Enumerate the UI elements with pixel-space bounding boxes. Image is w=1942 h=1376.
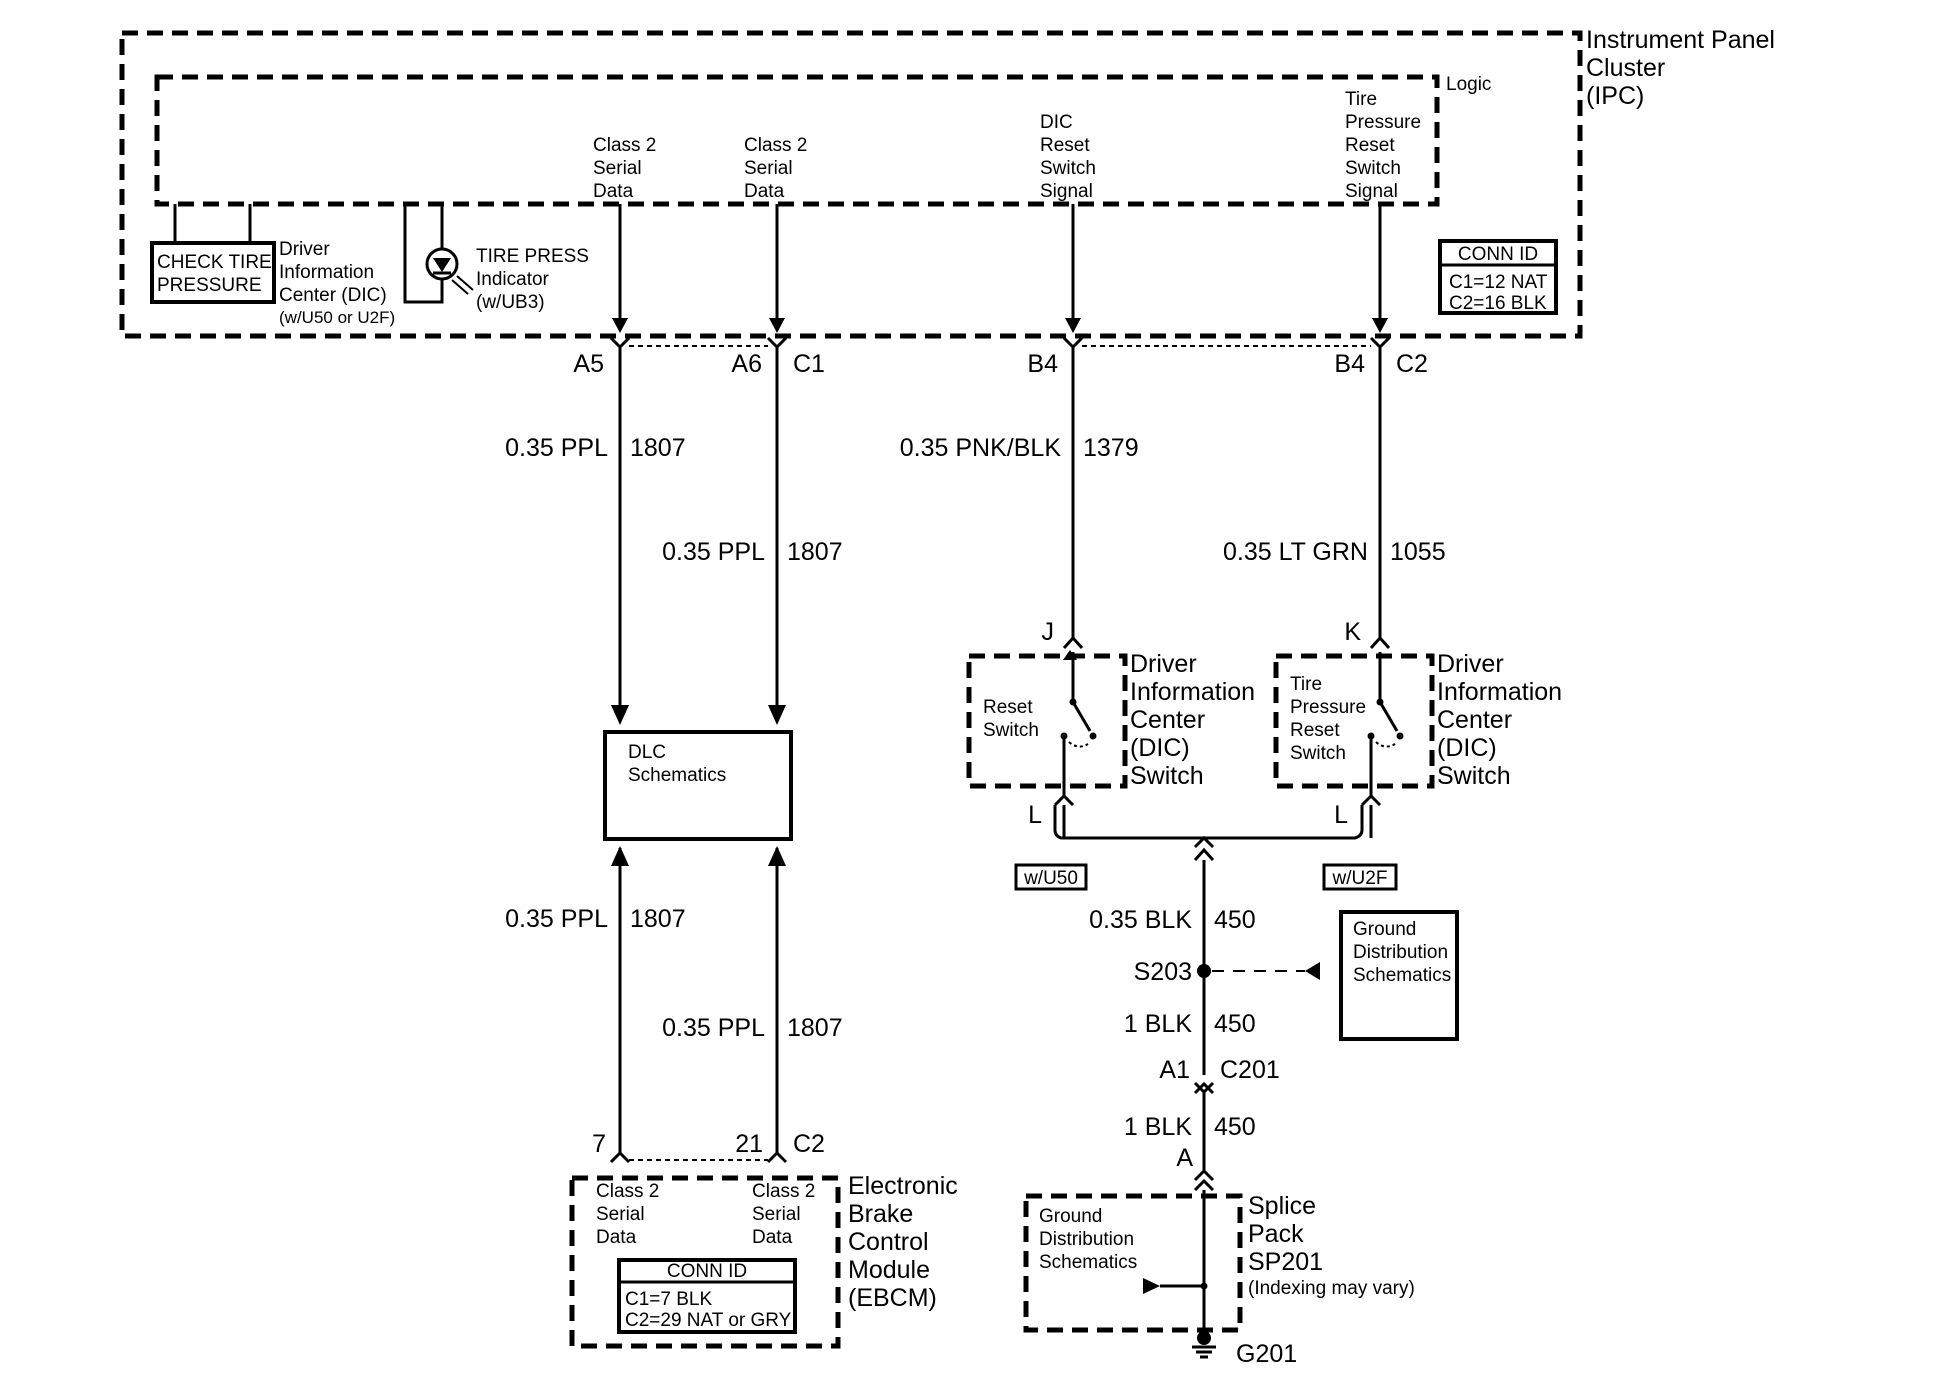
svg-text:Tire Pressure Rese: Tire Pressure Reset Switch: [1290, 674, 1371, 764]
wire-5-size: 0.35 PPL: [505, 905, 608, 933]
wire-2-circuit: 1807: [787, 538, 843, 566]
svg-text:Class 2 Serial Dat: Class 2 Serial Data: [752, 1181, 821, 1248]
dic-reset-signal-label: DIC Reset Switch Signal: [1040, 112, 1101, 202]
svg-text:Reset Switch: Reset Switch: [983, 697, 1039, 741]
reset-switch-icon: [1060, 650, 1097, 790]
svg-text:C2=16 BLK: C2=16 BLK: [1449, 293, 1547, 314]
splice-pack-sp201: Ground Distribution Schematics Splice Pa…: [1023, 1190, 1415, 1333]
pin-21: 21: [735, 1130, 763, 1158]
wire-8-circuit: 450: [1214, 1010, 1256, 1038]
option-merge: w/U50 w/U2F: [1014, 805, 1398, 891]
ipc-module: Instrument Panel Cluster (IPC) Logic Cla…: [119, 26, 1782, 339]
connector-c1: C1: [793, 350, 825, 378]
logic-label: Logic: [1446, 74, 1491, 95]
wire-9-size: 1 BLK: [1124, 1113, 1192, 1141]
ground-distribution-box: Ground Distribution Schematics: [1339, 910, 1459, 1041]
pin-k: K: [1344, 618, 1361, 646]
dic-display-label: Driver Information Center (DIC) (w/U50 o…: [279, 239, 395, 327]
connector-c201: C201: [1220, 1056, 1280, 1084]
ground-g201-icon: G201: [1192, 1330, 1297, 1368]
ebcm-module: Class 2 Serial Data Class 2 Serial Data …: [569, 1172, 965, 1349]
tire-reset-switch-icon: [1367, 652, 1404, 790]
ipc-title: Instrument Panel Cluster (IPC): [1586, 26, 1782, 110]
wire-7-circuit: 450: [1214, 906, 1256, 934]
dlc-schematics-box: DLC Schematics: [603, 730, 793, 841]
pin-a: A: [1176, 1144, 1193, 1172]
wire-8-size: 1 BLK: [1124, 1010, 1192, 1038]
svg-text:C1=12 NAT: C1=12 NAT: [1449, 272, 1548, 293]
svg-text:Ground Distribution: Ground Distribution Schematics: [1353, 919, 1453, 986]
pin-b4-tire: B4: [1334, 350, 1365, 378]
svg-text:C2=29 NAT or GRY: C2=29 NAT or GRY: [625, 1310, 792, 1331]
svg-text:w/U2F: w/U2F: [1332, 868, 1388, 889]
wire-1-size: 0.35 PPL: [505, 434, 608, 462]
tire-press-indicator-label: TIRE PRESS Indicator (w/UB3): [476, 246, 594, 313]
ground-g201-label: G201: [1236, 1340, 1297, 1368]
svg-text:DLC Schematics: DLC Schematics: [628, 742, 726, 786]
check-tire-pressure-display: CHECK TIRE PRESSURE: [150, 204, 277, 304]
pin-a6: A6: [731, 350, 762, 378]
ipc-class2-a-label: Class 2 Serial Data: [593, 135, 662, 202]
pin-l-1: L: [1028, 801, 1042, 829]
connector-c2-ebcm: C2: [793, 1130, 825, 1158]
svg-text:C1=7 BLK: C1=7 BLK: [625, 1289, 712, 1310]
svg-text:CONN ID: CONN ID: [667, 1261, 747, 1282]
pin-a1: A1: [1159, 1056, 1190, 1084]
option-u50-badge: [1014, 863, 1088, 891]
dic-reset-switch: J Reset Switch Driver Information Center…: [966, 618, 1262, 829]
ipc-wires: A5 A6 C1 B4 B4 C2 0.35 PPL 1807 0.35 PPL…: [505, 204, 1446, 725]
svg-text:w/U50: w/U50: [1023, 868, 1078, 889]
pin-7: 7: [592, 1130, 606, 1158]
ipc-conn-id-box: CONN ID C1=12 NAT C2=16 BLK: [1438, 239, 1558, 315]
connector-c2-ipc: C2: [1396, 350, 1428, 378]
wire-1-circuit: 1807: [630, 434, 686, 462]
ipc-logic-boundary: [154, 74, 1440, 207]
tire-press-led-icon: [403, 204, 474, 304]
pin-j: J: [1042, 618, 1055, 646]
ebcm-label: Electronic Brake Control Module (EBCM): [848, 1172, 965, 1312]
wire-5-circuit: 1807: [630, 905, 686, 933]
ground-wire: 0.35 BLK 450 S203 1 BLK 450 A1 C201 1 BL…: [1089, 860, 1320, 1192]
splice-s203-dot: [1197, 964, 1211, 978]
dic-switch-1-label: Driver Information Center (DIC) Switch: [1130, 650, 1262, 790]
wire-9-circuit: 450: [1214, 1113, 1256, 1141]
wire-3-size: 0.35 PNK/BLK: [900, 434, 1062, 462]
wire-6-size: 0.35 PPL: [662, 1014, 765, 1042]
ipc-outer-boundary: [119, 30, 1583, 339]
wire-4-circuit: 1055: [1390, 538, 1446, 566]
svg-text:Class 2 Serial Dat: Class 2 Serial Data: [596, 1181, 665, 1248]
wire-3-circuit: 1379: [1083, 434, 1139, 462]
svg-text:Ground Distribution: Ground Distribution Schematics: [1039, 1206, 1139, 1273]
dic-switch-2-label: Driver Information Center (DIC) Switch: [1437, 650, 1569, 790]
tire-pressure-reset-switch: K Tire Pressure Reset Switch Driver Info…: [1273, 618, 1569, 829]
tire-reset-signal-label: Tire Pressure Reset Switch Signal: [1345, 89, 1426, 202]
splice-s203-label: S203: [1134, 958, 1192, 986]
pin-l-2: L: [1334, 801, 1348, 829]
pin-a5: A5: [573, 350, 604, 378]
ipc-class2-b-label: Class 2 Serial Data: [744, 135, 813, 202]
wire-2-size: 0.35 PPL: [662, 538, 765, 566]
option-u2f-badge: [1322, 863, 1398, 891]
pin-b4-dic: B4: [1027, 350, 1058, 378]
ebcm-conn-id-box: CONN ID C1=7 BLK C2=29 NAT or GRY: [617, 1258, 797, 1334]
wire-6-circuit: 1807: [787, 1014, 843, 1042]
splice-pack-label: Splice Pack SP201 (Indexing may vary): [1248, 1192, 1415, 1299]
svg-text:CHECK TIRE PRESSURE: CHECK TIRE PRESSURE: [157, 252, 277, 296]
svg-text:CONN ID: CONN ID: [1458, 244, 1538, 265]
wire-4-size: 0.35 LT GRN: [1223, 538, 1368, 566]
ebcm-wires: 0.35 PPL 1807 0.35 PPL 1807 7 21 C2: [505, 846, 843, 1164]
wire-7-size: 0.35 BLK: [1089, 906, 1192, 934]
